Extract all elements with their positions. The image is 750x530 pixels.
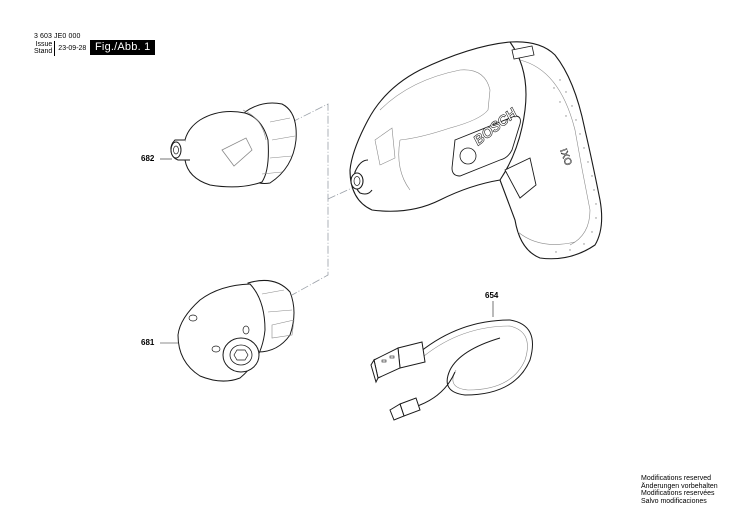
part-number-682: 682: [141, 154, 155, 163]
figure-label: Fig./Abb. 1: [90, 40, 156, 55]
issue-label: Issue: [35, 40, 53, 48]
part-number-654: 654: [485, 291, 499, 300]
modifications-de: Änderungen vorbehalten: [641, 482, 718, 490]
issue-block: Issue Stand 23-09-28: [34, 40, 86, 56]
issue-labels: Issue Stand: [34, 40, 56, 56]
modifications-notice: Modifications reserved Änderungen vorbeh…: [641, 475, 718, 505]
stand-label: Stand: [34, 48, 53, 55]
part-681-attachment: [177, 280, 295, 382]
modifications-es: Salvo modificaciones: [641, 497, 707, 505]
part-654-usb-cable: [370, 319, 533, 421]
modifications-fr: Modifications reservées: [641, 490, 715, 498]
screwdriver-body: BOSCH IXO: [349, 41, 603, 260]
modifications-en: Modifications reserved: [641, 475, 712, 482]
leader-lines: [160, 158, 494, 344]
part-number-681: 681: [141, 338, 155, 347]
assembly-guide-line: [291, 103, 353, 296]
part-682-attachment: [170, 102, 297, 188]
issue-date: 23-09-28: [58, 44, 87, 52]
document-number: 3 603 JE0 000: [34, 33, 81, 40]
